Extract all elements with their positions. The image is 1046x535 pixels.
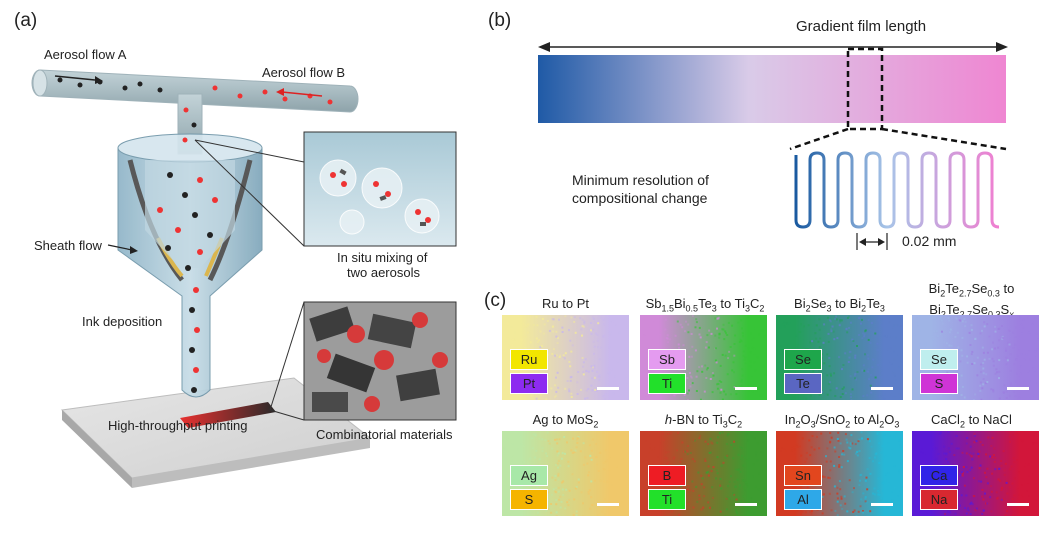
scale-bar [735, 387, 757, 390]
scale-bar [1007, 387, 1029, 390]
sheath-flow-label: Sheath flow [34, 238, 102, 253]
tile-title-sn-al: In2O3/SnO2 to Al2O3 [784, 412, 900, 430]
element-badge: S [920, 373, 958, 394]
element-badge: Te [784, 373, 822, 394]
in-situ-label-2: two aerosols [347, 265, 420, 280]
mixing-chamber [117, 133, 263, 398]
scale-bar [597, 503, 619, 506]
gradient-length-label: Gradient film length [796, 18, 927, 35]
element-badge: Ti [648, 489, 686, 510]
element-badge: S [510, 489, 548, 510]
element-badge: Sn [784, 465, 822, 486]
element-badge: B [648, 465, 686, 486]
substrate-plate [60, 377, 372, 488]
tile-title-sb-ti: Sb1.5Bi0.5Te3 to Ti3C2 [645, 296, 765, 314]
element-badge: Na [920, 489, 958, 510]
element-badge: Pt [510, 373, 548, 394]
element-badge: Ag [510, 465, 548, 486]
aerosol-a-label: Aerosol flow A [44, 47, 127, 62]
in-situ-label-1: In situ mixing of [337, 250, 428, 265]
panel-a-label: (a) [14, 10, 38, 31]
combinatorial-inset [303, 301, 457, 421]
flow-a-arrow [54, 75, 96, 81]
panel-b-label: (b) [488, 10, 512, 31]
printed-gradient-stripe [180, 402, 276, 428]
zoom-box [846, 47, 884, 131]
flow-b-arrow [281, 91, 323, 97]
gradient-film [538, 55, 1006, 123]
element-badge: Se [784, 349, 822, 370]
scale-bar [871, 503, 893, 506]
element-badge: Se [920, 349, 958, 370]
element-badge: Ti [648, 373, 686, 394]
tile-title-ag-s: Ag to MoS2 [532, 412, 599, 430]
element-badge: Sb [648, 349, 686, 370]
high-throughput-label: High-throughput printing [108, 418, 248, 433]
panel-c-label: (c) [484, 290, 507, 311]
min-res-label-1: Minimum resolution of [572, 172, 709, 188]
sheath-arrow [107, 244, 133, 251]
serpentine-path [794, 151, 1000, 229]
spacing-label: 0.02 mm [902, 233, 957, 249]
combinatorial-label: Combinatorial materials [316, 427, 453, 442]
tile-title-se-te: Bi2Se3 to Bi2Te3 [794, 296, 885, 314]
ink-deposition-label: Ink deposition [82, 314, 163, 329]
aerosol-b-label: Aerosol flow B [262, 65, 346, 80]
gradient-film-diagram [538, 42, 1008, 250]
map-tile: B Ti [640, 431, 767, 516]
element-badge: Ru [510, 349, 548, 370]
element-badge: Ca [920, 465, 958, 486]
scale-bar [597, 387, 619, 390]
scale-bar [871, 387, 893, 390]
tile-title-ru-pt: Ru to Pt [542, 296, 589, 311]
min-res-label-2: compositional change [572, 190, 708, 206]
scale-bar [735, 503, 757, 506]
tile-title-b-ti: h-BN to Ti3C2 [664, 412, 743, 430]
tile-title-ca-na: CaCl2 to NaCl [931, 412, 1012, 430]
printer-diagram [31, 69, 457, 488]
aerosol-particles [57, 77, 333, 393]
in-situ-mixing-inset [303, 131, 457, 247]
scale-bar [1007, 503, 1029, 506]
element-badge: Al [784, 489, 822, 510]
